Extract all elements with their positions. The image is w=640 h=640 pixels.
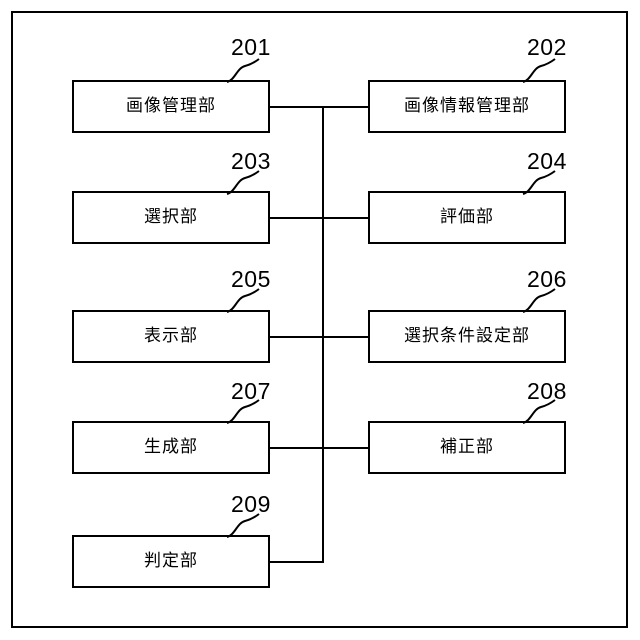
connector-row-3 bbox=[269, 336, 369, 338]
connector-row-1 bbox=[269, 106, 369, 108]
block-selection-unit[interactable]: 選択部 bbox=[72, 191, 270, 244]
block-generation-unit[interactable]: 生成部 bbox=[72, 421, 270, 474]
block-label: 画像管理部 bbox=[126, 96, 216, 116]
connector-row-2 bbox=[269, 217, 369, 219]
block-label: 画像情報管理部 bbox=[404, 96, 530, 116]
block-image-management-unit[interactable]: 画像管理部 bbox=[72, 80, 270, 133]
block-display-unit[interactable]: 表示部 bbox=[72, 310, 270, 363]
reference-numeral-207: 207 bbox=[231, 378, 271, 404]
connector-row-5 bbox=[269, 561, 324, 563]
block-label: 選択部 bbox=[144, 207, 198, 227]
block-label: 判定部 bbox=[144, 551, 198, 571]
block-determination-unit[interactable]: 判定部 bbox=[72, 535, 270, 588]
block-label: 生成部 bbox=[144, 437, 198, 457]
reference-numeral-208: 208 bbox=[527, 378, 567, 404]
figure-frame bbox=[11, 11, 628, 628]
block-label: 選択条件設定部 bbox=[404, 326, 530, 346]
reference-numeral-202: 202 bbox=[527, 34, 567, 60]
reference-numeral-204: 204 bbox=[527, 148, 567, 174]
connector-row-4 bbox=[269, 447, 369, 449]
reference-numeral-201: 201 bbox=[231, 34, 271, 60]
vertical-bus bbox=[322, 106, 324, 563]
block-label: 評価部 bbox=[440, 207, 494, 227]
block-image-information-management-unit[interactable]: 画像情報管理部 bbox=[368, 80, 566, 133]
block-selection-condition-setting-unit[interactable]: 選択条件設定部 bbox=[368, 310, 566, 363]
reference-numeral-206: 206 bbox=[527, 266, 567, 292]
block-evaluation-unit[interactable]: 評価部 bbox=[368, 191, 566, 244]
reference-numeral-205: 205 bbox=[231, 266, 271, 292]
reference-numeral-203: 203 bbox=[231, 148, 271, 174]
block-label: 表示部 bbox=[144, 326, 198, 346]
block-correction-unit[interactable]: 補正部 bbox=[368, 421, 566, 474]
reference-numeral-209: 209 bbox=[231, 491, 271, 517]
block-label: 補正部 bbox=[440, 437, 494, 457]
